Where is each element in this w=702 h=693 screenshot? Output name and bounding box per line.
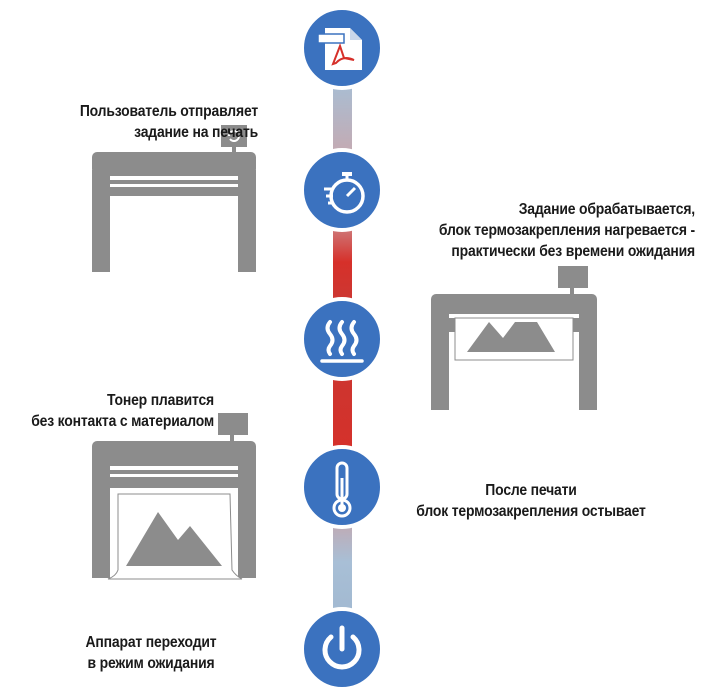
caption-line: практически без времени ожидания — [451, 243, 695, 260]
image-icon — [467, 322, 555, 352]
caption-standby: Аппарат переходит в режим ожидания — [66, 632, 237, 674]
caption-cools-down: После печати блок термозакрепления остыв… — [411, 480, 650, 522]
caption-line: После печати — [485, 482, 577, 499]
connector-4 — [333, 512, 352, 612]
step-circle-power — [300, 607, 384, 691]
caption-toner-melts: Тонер плавится без контакта с материалом — [21, 390, 214, 432]
step-circle-stopwatch — [300, 148, 384, 232]
image-icon — [126, 512, 222, 566]
connector-3 — [333, 364, 352, 462]
caption-line: Пользователь отправляет — [79, 103, 258, 120]
caption-line: Аппарат переходит — [85, 634, 217, 651]
thermometer-icon — [332, 461, 352, 518]
caption-line: блок термозакрепления нагревается - — [438, 222, 695, 239]
caption-line: блок термозакрепления остывает — [416, 503, 646, 520]
caption-line: без контакта с материалом — [31, 413, 214, 430]
printer-idle — [92, 125, 256, 272]
power-icon — [322, 625, 362, 670]
caption-line: Тонер плавится — [107, 392, 214, 409]
step-circle-thermometer — [300, 445, 384, 529]
caption-user-sends-job: Пользователь отправляет задание на печат… — [37, 101, 258, 143]
step-circle-pdf — [300, 6, 384, 90]
caption-line: в режим ожидания — [87, 655, 215, 672]
stopwatch-icon — [324, 172, 365, 214]
caption-job-processing: Задание обрабатывается, блок термозакреп… — [434, 199, 695, 262]
caption-line: Задание обрабатывается, — [518, 201, 695, 218]
connector-1 — [333, 85, 352, 165]
step-circle-heat — [300, 297, 384, 381]
connector-2 — [333, 210, 352, 314]
printer-printing — [92, 413, 256, 580]
refresh-icon — [228, 130, 240, 142]
heat-waves-icon — [320, 320, 364, 363]
pdf-document-icon — [317, 28, 362, 70]
caption-line: задание на печать — [134, 124, 258, 141]
printer-heating — [431, 266, 597, 410]
